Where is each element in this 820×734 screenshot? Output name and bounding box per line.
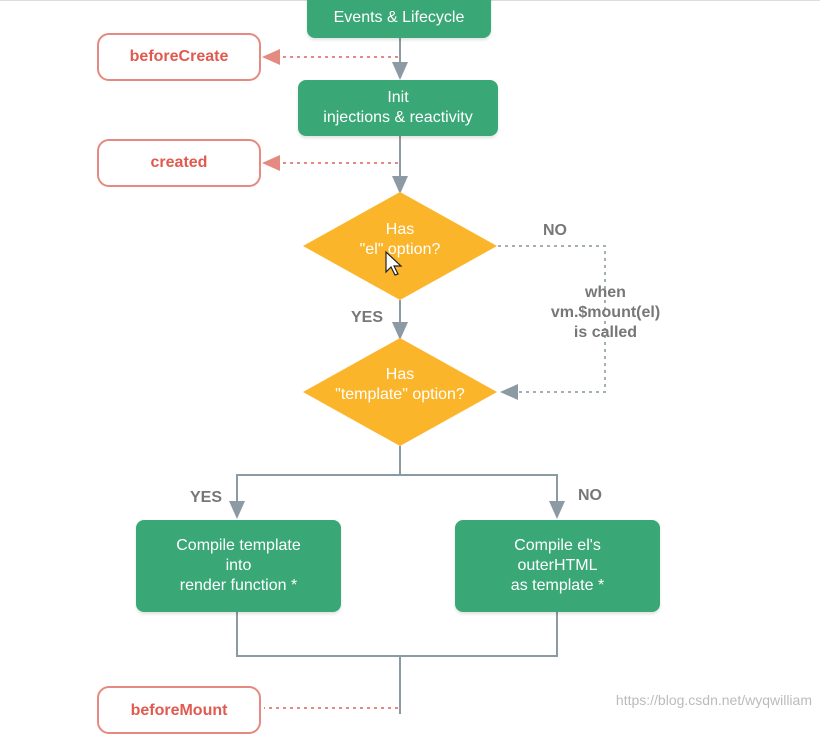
yes-el-label: YES [350,309,383,326]
connector-layer [0,0,820,714]
init-box: Init injections & reactivity [298,80,498,136]
watermark: https://blog.csdn.net/wyqwilliam [615,692,812,708]
before-mount-hook: beforeMount [97,686,261,734]
has-template-text: Has "template" option? [335,366,465,403]
events-lifecycle-label: Events & Lifecycle [333,9,465,26]
compile-template-label: Compile template into render function * [176,537,301,594]
compile-el-label: Compile el's outerHTML as template * [510,537,605,594]
mouse-cursor-icon [385,250,403,276]
no-template-label: NO [578,487,602,504]
created-label: created [150,154,208,171]
when-mount-label: when vm.$mount(el) is called [550,284,661,341]
compile-template-box: Compile template into render function * [136,520,341,612]
before-create-label: beforeCreate [129,48,229,65]
no-el-label: NO [543,222,567,239]
events-lifecycle-box: Events & Lifecycle [307,0,491,38]
before-mount-label: beforeMount [130,702,228,719]
init-label: Init injections & reactivity [323,89,473,126]
yes-template-label: YES [189,489,222,506]
has-template-diamond [303,338,497,446]
has-el-diamond [303,192,497,300]
has-el-text: Has "el" option? [359,221,441,258]
created-hook: created [97,139,261,187]
compile-el-box: Compile el's outerHTML as template * [455,520,660,612]
before-create-hook: beforeCreate [97,33,261,81]
